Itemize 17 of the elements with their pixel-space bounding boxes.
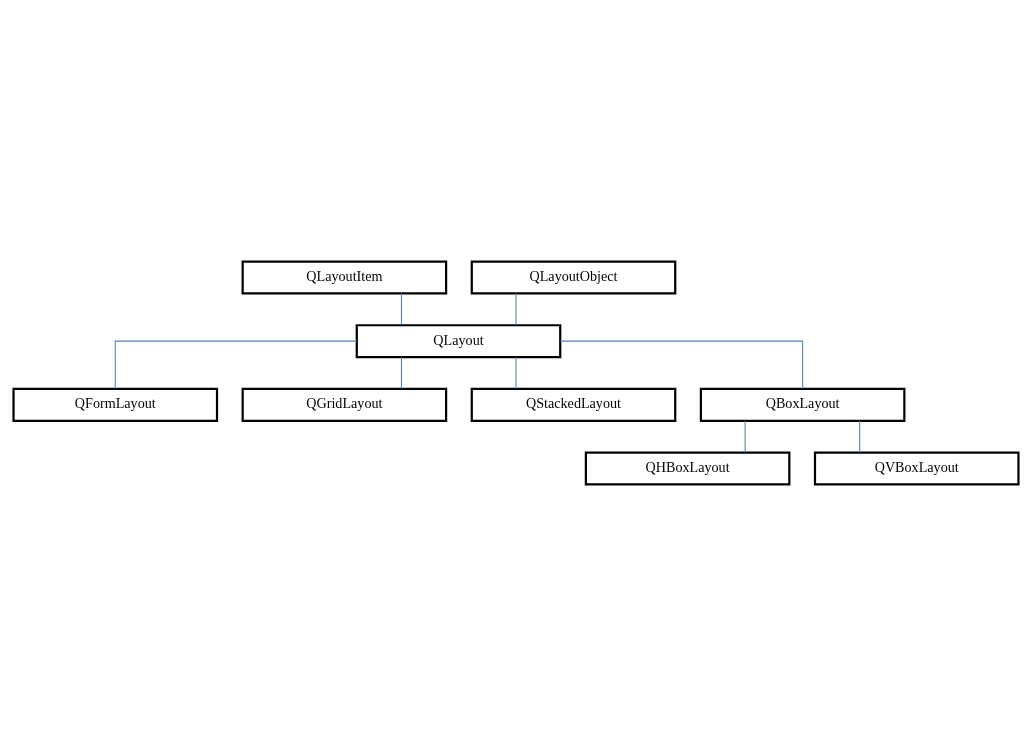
node-box: QGridLayout: [241, 387, 448, 422]
connector: [114, 340, 358, 390]
connector: [400, 356, 402, 390]
node-box: QLayoutItem: [241, 260, 448, 295]
node-box: QFormLayout: [12, 387, 219, 422]
connector: [515, 356, 517, 390]
node-box: QLayoutObject: [470, 260, 677, 295]
node-box: QBoxLayout: [699, 387, 906, 422]
connector: [859, 420, 861, 453]
node-box: QVBoxLayout: [813, 451, 1020, 486]
connector: [515, 293, 517, 326]
node-box: QLayout: [355, 324, 562, 359]
node-box: QHBoxLayout: [584, 451, 791, 486]
connector: [559, 340, 804, 390]
connector: [400, 293, 402, 326]
connector: [744, 420, 746, 453]
node-box: QStackedLayout: [470, 387, 677, 422]
